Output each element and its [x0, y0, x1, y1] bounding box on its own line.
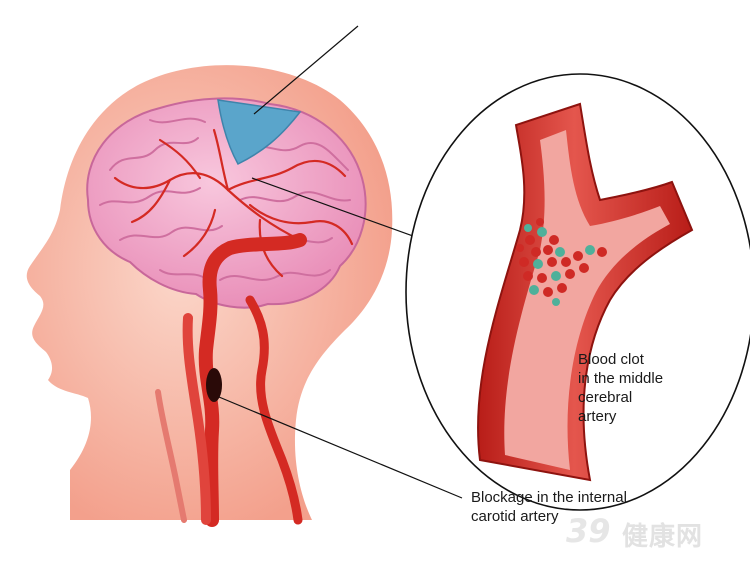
- clot-label-line-1: Blood clot: [578, 351, 644, 368]
- blockage-label-line-1: Blockage in the internal: [471, 489, 627, 506]
- carotid-blockage-label: Blockage in the internal carotid artery: [471, 488, 627, 526]
- brain: [86, 97, 367, 309]
- watermark-number: 39: [566, 512, 611, 550]
- magnified-vessel: [477, 102, 694, 482]
- blood-clot: [516, 218, 607, 306]
- clot-label-line-3: cerebral: [578, 389, 633, 406]
- ischemic-region: [217, 99, 302, 165]
- neck-arteries: [155, 233, 307, 527]
- blood-clot-label: Blood clot in the middle cerebral artery: [578, 350, 663, 426]
- clot-label-line-2: in the middle: [578, 370, 664, 387]
- clot-label-line-4: artery: [578, 408, 617, 425]
- carotid-blockage: [206, 368, 222, 402]
- cerebral-arteries: [113, 128, 354, 278]
- blockage-label-line-2: carotid artery: [471, 508, 559, 525]
- watermark-text: 健康网: [622, 522, 704, 552]
